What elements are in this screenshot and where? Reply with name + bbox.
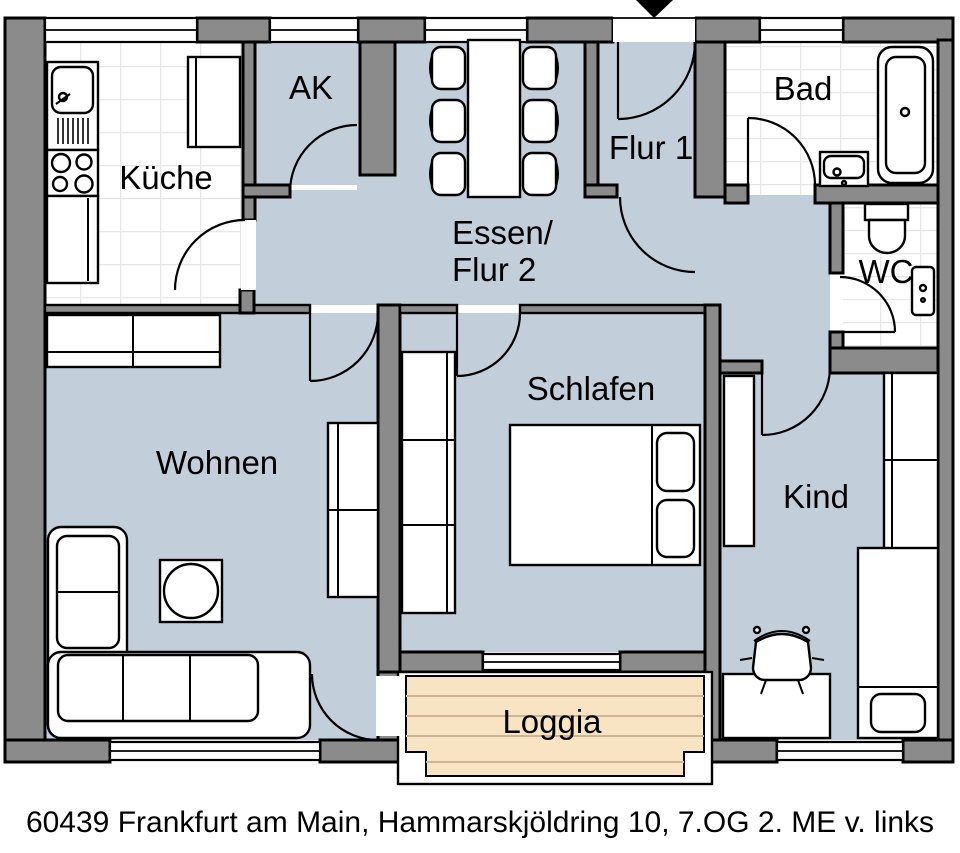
wall-flur1-bad [693,40,727,199]
window-schlafen-loggia [481,652,622,672]
wall-outer-right [936,38,955,764]
wall-corner-topright [841,16,955,44]
wall-flur1-left [583,40,600,192]
sideboard [45,313,222,369]
door-wohnen[interactable] [308,312,380,383]
door-kueche[interactable] [173,218,256,291]
wall-flur1-bottom [583,183,619,199]
loggia-deck-stripes [406,695,704,763]
coffee-table [158,558,224,624]
wall-bottom-c [703,738,779,764]
door-loggia[interactable] [310,673,402,742]
window-kind-bottom [775,740,905,762]
wall-bottom-d [901,738,955,764]
wall-outer-left [3,16,47,764]
dining-table [466,38,522,199]
wall-pier-a [195,16,272,44]
kind-chair [739,625,825,695]
kind-bed [856,546,940,740]
window-ak [268,16,360,44]
door-entrance[interactable] [616,41,697,121]
bathtub [876,45,935,185]
wohnen-shelf [326,421,380,599]
wall-schlafen-bottom-left [398,650,485,674]
window-kueche [43,16,199,44]
window-wohnen-bottom [108,740,322,762]
floor-ak [255,42,360,185]
wall-schlafen-bottom-right [618,650,707,674]
label-wc: WC [859,253,914,290]
wall-ak-bottom [241,183,292,199]
label-ak: AK [289,69,333,106]
wall-kind-top [718,359,764,375]
entrance-arrow-icon [636,0,673,18]
kitchen-stove [45,148,100,198]
furniture [45,38,940,740]
wall-pier-b [356,16,427,44]
wall-kueche-stub [238,288,256,315]
wall-ak-right [358,40,397,177]
kitchen-wall-cabinet [186,55,242,149]
door-kind[interactable] [760,366,832,437]
floor-corridor-right [720,195,830,373]
wall-wohnen-schlafen [376,303,402,674]
double-bed [508,423,702,567]
wall-kueche-wohnen [43,303,245,315]
loggia [396,670,714,786]
wall-bad-bottom-left [723,183,750,205]
label-schlafen: Schlafen [527,370,655,407]
label-kind: Kind [783,478,849,515]
address-caption: 60439 Frankfurt am Main, Hammarskjöldrin… [25,806,935,839]
label-flur1: Flur 1 [609,129,693,166]
wall-bottom-a [3,738,112,764]
wc-sink [910,265,936,317]
toilet [863,202,910,255]
room-labels: Küche AK Essen/ Flur 2 Flur 1 Bad WC Woh… [119,69,913,740]
wall-wc-bottom [828,346,940,375]
kitchen-counter [45,194,100,285]
sofa [46,525,312,740]
wall-schlafen-top-left [398,303,459,315]
door-flur1[interactable] [618,196,696,274]
kind-wardrobe [722,374,756,548]
wall-wc-left-upper [828,201,845,275]
label-bad: Bad [774,70,833,107]
doors [173,41,897,742]
wall-pier-c [525,16,615,44]
door-schlafen[interactable] [455,312,522,378]
door-bad[interactable] [746,116,817,186]
entrance-opening[interactable] [613,16,695,42]
window-bad [758,16,845,44]
floor-flur1 [598,42,695,190]
kitchen-sink-unit [45,60,100,152]
label-essen-line1: Essen/ [452,214,554,251]
kind-desk [721,672,832,740]
loggia-deck [405,675,705,777]
label-loggia: Loggia [502,703,602,740]
windows [43,16,905,762]
door-wc[interactable] [839,275,897,334]
wall-bad-bottom [813,183,940,205]
wall-pier-d [693,16,762,44]
wall-schlafen-top-right [518,303,707,315]
walls [3,16,955,764]
bad-sink [818,150,870,188]
window-essen [423,16,529,44]
label-kueche: Küche [119,159,213,196]
floor-plan-drawing: Küche AK Essen/ Flur 2 Flur 1 Bad WC Woh… [3,0,955,786]
kind-shelf [882,371,940,552]
label-essen-line2: Flur 2 [452,251,536,288]
door-ak[interactable] [288,123,358,193]
floor-flur2-corridor [243,190,725,305]
schlafen-wardrobe [400,350,457,615]
label-wohnen: Wohnen [156,444,278,481]
